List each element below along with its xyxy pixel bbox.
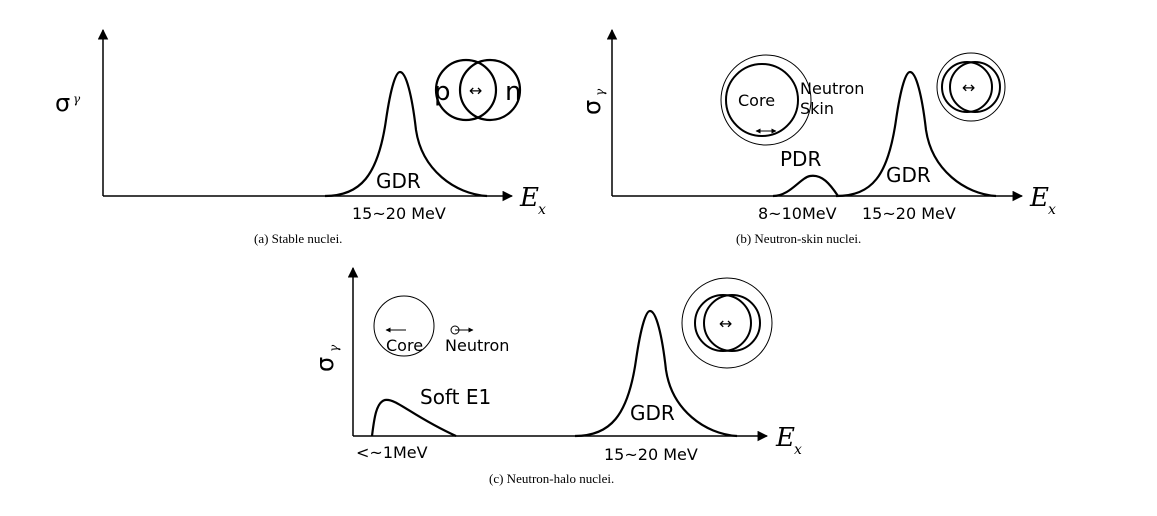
panel-b-caption: (b) Neutron-skin nuclei.	[736, 231, 861, 246]
panel-a-energy-tick: 15~20 MeV	[352, 204, 446, 223]
panel-a-y-label: σ	[55, 89, 70, 117]
panel-c-gdr-circle-1	[694, 294, 752, 352]
panel-b-skin-outer-circle	[720, 54, 812, 146]
panel-c-soft-e1-curve	[370, 398, 457, 438]
panel-b-gdr-outer-circle	[936, 52, 1006, 122]
panel-c-core-circle	[373, 295, 435, 357]
panel-b-pdr-label: PDR	[780, 147, 821, 171]
panel-b-energy-tick-gdr: 15~20 MeV	[862, 204, 956, 223]
panel-b-core-circle	[725, 63, 799, 137]
panel-a-x-label: E	[519, 183, 539, 213]
panel-a-x-sub: x	[538, 202, 546, 218]
panel-b-core-label: Core	[738, 91, 775, 110]
panel-a-gdr-curve	[324, 70, 488, 198]
panel-c-gdr-label: GDR	[630, 401, 675, 425]
panel-b-pdr-curve	[772, 174, 839, 198]
panel-b-gdr-circle-2	[949, 61, 1001, 113]
panel-c-core-label: Core	[386, 336, 423, 355]
panel-c-caption: (c) Neutron-halo nuclei.	[489, 471, 614, 486]
panel-c-gdr-circle-2	[703, 294, 761, 352]
panel-c-neutron-label: Neutron	[445, 336, 509, 355]
panel-c-y-label: σ	[311, 357, 339, 372]
panel-b-skin-label-2: Skin	[800, 99, 834, 118]
panel-a-y-sub: γ	[73, 92, 81, 106]
panel-c-gdr-curve	[574, 309, 738, 438]
panel-b-gdr-curve	[835, 70, 997, 198]
panel-b-x-sub: x	[1048, 202, 1056, 218]
panel-a: σ γ E x GDR 15~20 MeV p n ↔ (a) Stable n…	[55, 28, 546, 246]
panel-a-proton-circle	[434, 58, 498, 122]
panel-b-skin-label-1: Neutron	[800, 79, 864, 98]
panel-c-soft-e1-label: Soft E1	[420, 385, 491, 409]
panel-b-y-sub: γ	[593, 88, 607, 96]
panel-a-neutron-circle	[458, 58, 522, 122]
panel-b-dipole-arrow: ↔	[962, 78, 975, 97]
panel-b: σ γ E x PDR GDR 8~10MeV 15~20 MeV Core N…	[578, 28, 1056, 246]
panel-c-x-label: E	[775, 423, 795, 453]
panel-b-x-label: E	[1029, 183, 1049, 213]
panel-b-gdr-label: GDR	[886, 163, 931, 187]
panel-a-caption: (a) Stable nuclei.	[254, 231, 342, 246]
panel-a-dipole-arrow: ↔	[469, 81, 482, 100]
panel-c-energy-tick-gdr: 15~20 MeV	[604, 445, 698, 464]
panel-b-energy-tick-pdr: 8~10MeV	[758, 204, 837, 223]
panel-c: σ γ E x Soft E1 GDR <~1MeV 15~20 MeV Cor…	[311, 266, 802, 486]
panel-b-y-label: σ	[578, 100, 606, 115]
panel-a-proton-label: p	[434, 77, 451, 107]
panel-b-gdr-circle-1	[941, 61, 993, 113]
panel-a-neutron-label: n	[505, 77, 521, 107]
panel-c-dipole-arrow: ↔	[719, 314, 732, 333]
panel-c-x-sub: x	[794, 442, 802, 458]
panel-c-gdr-outer-circle	[681, 277, 773, 369]
panel-c-energy-tick-soft: <~1MeV	[356, 443, 428, 462]
panel-c-y-sub: γ	[327, 344, 341, 352]
panel-a-gdr-label: GDR	[376, 169, 421, 193]
